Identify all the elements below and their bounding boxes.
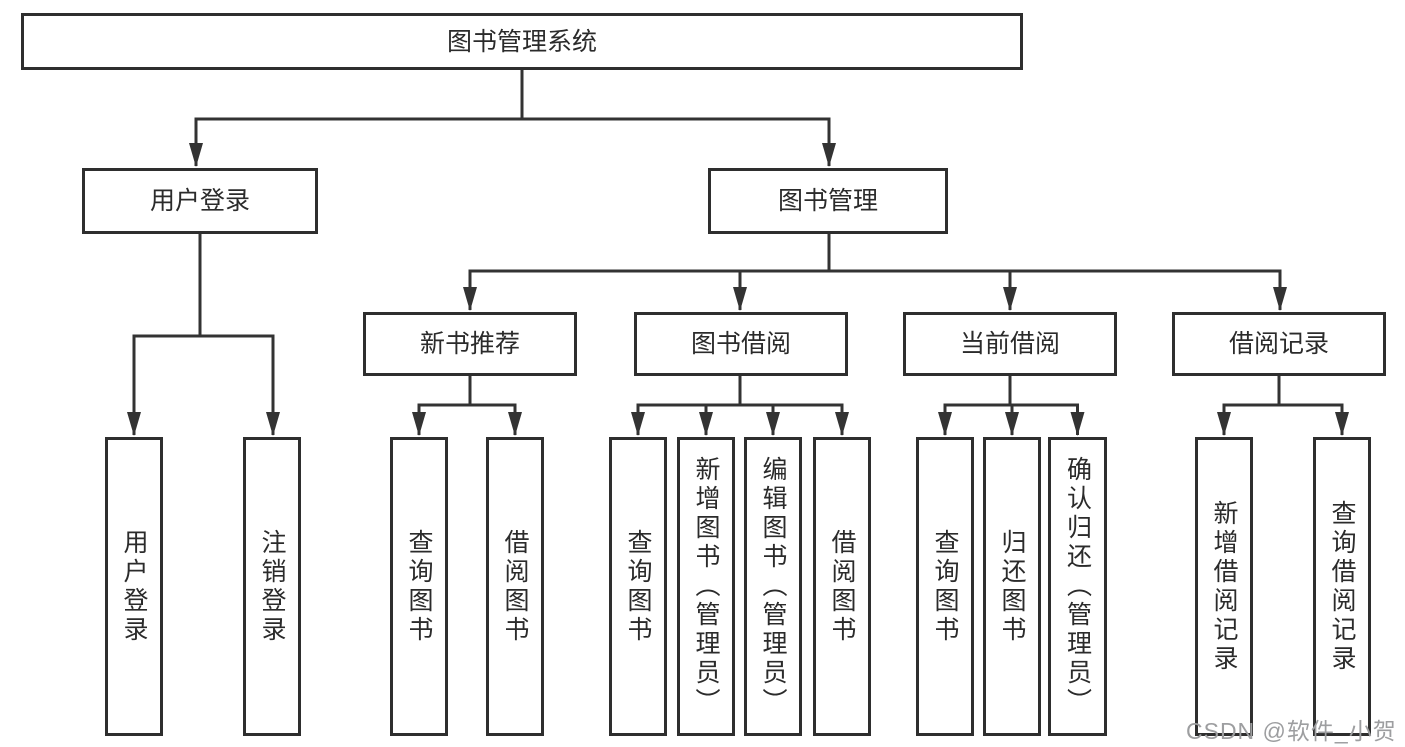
node-book-management: 图书管理	[708, 168, 948, 234]
node-return-books: 归还图书	[983, 437, 1041, 736]
node-book-borrowing: 图书借阅	[634, 312, 848, 376]
node-borrow-books-recommend: 借阅图书	[486, 437, 544, 736]
edges-book-management	[463, 234, 1287, 311]
node-new-book-recommend: 新书推荐	[363, 312, 577, 376]
node-borrow-records: 借阅记录	[1172, 312, 1386, 376]
node-logout-login: 注销登录	[243, 437, 301, 736]
node-confirm-return-admin: 确认归还（管理员）	[1048, 437, 1107, 736]
node-add-books-admin: 新增图书（管理员）	[677, 437, 735, 736]
node-query-books-current: 查询图书	[916, 437, 974, 736]
edges-root	[189, 70, 836, 167]
edges-book-borrowing	[631, 376, 849, 436]
edges-current-borrowing	[938, 376, 1085, 436]
node-edit-books-admin: 编辑图书（管理员）	[744, 437, 802, 736]
node-query-books-borrowing: 查询图书	[609, 437, 667, 736]
node-user-login: 用户登录	[105, 437, 163, 736]
node-current-borrowing: 当前借阅	[903, 312, 1117, 376]
watermark-text: CSDN @软件_小贺同学	[1186, 718, 1397, 744]
node-add-borrow-record: 新增借阅记录	[1195, 437, 1253, 736]
edges-borrow-records	[1217, 376, 1349, 436]
edges-new-book-recommend	[412, 376, 522, 436]
node-query-borrow-record: 查询借阅记录	[1313, 437, 1371, 736]
node-user-login-module: 用户登录	[82, 168, 318, 234]
edges-user-login	[127, 234, 280, 436]
node-borrow-books-borrowing: 借阅图书	[813, 437, 871, 736]
node-root: 图书管理系统	[21, 13, 1023, 70]
node-query-books-recommend: 查询图书	[390, 437, 448, 736]
